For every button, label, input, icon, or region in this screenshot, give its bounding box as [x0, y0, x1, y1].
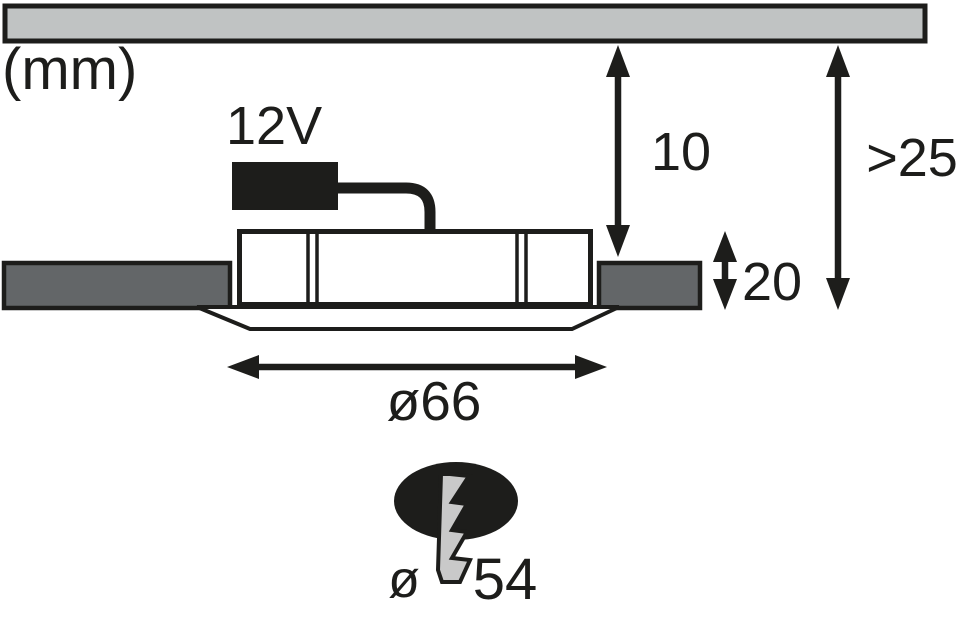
mounting-panel-right [596, 260, 703, 311]
clearance-dimension-arrow [606, 45, 630, 257]
luminaire-housing [237, 229, 593, 307]
supply-wire [337, 182, 436, 232]
outer-diameter-dimension-label: ø66 [387, 370, 482, 432]
arrowhead-down-icon [713, 279, 737, 310]
trim-ring [196, 305, 620, 331]
housing-height-dimension-label: 20 [742, 252, 802, 312]
housing-height-dimension-arrow [713, 231, 737, 310]
recess-depth-dimension-label: >25 [866, 128, 958, 188]
cutout-diameter-symbol: ø [388, 551, 420, 609]
arrowhead-up-icon [826, 45, 850, 77]
outer-diameter-dimension-arrow [227, 355, 607, 379]
cutout-diameter-label: 54 [473, 547, 538, 612]
arrowhead-left-icon [227, 355, 259, 379]
arrowhead-up-icon [606, 45, 630, 77]
transformer-voltage-label: 12V [226, 96, 322, 156]
transformer-box [232, 162, 338, 210]
clearance-dimension-label: 10 [651, 122, 711, 182]
arrowhead-up-icon [713, 231, 737, 262]
arrowhead-down-icon [606, 225, 630, 257]
recess-depth-dimension-arrow [826, 45, 850, 310]
unit-label: (mm) [2, 37, 137, 102]
mounting-panel-left [1, 260, 233, 311]
ceiling-bar [2, 3, 928, 44]
arrowhead-right-icon [575, 355, 607, 379]
saw-blade-icon [435, 472, 473, 584]
arrowhead-down-icon [826, 278, 850, 310]
